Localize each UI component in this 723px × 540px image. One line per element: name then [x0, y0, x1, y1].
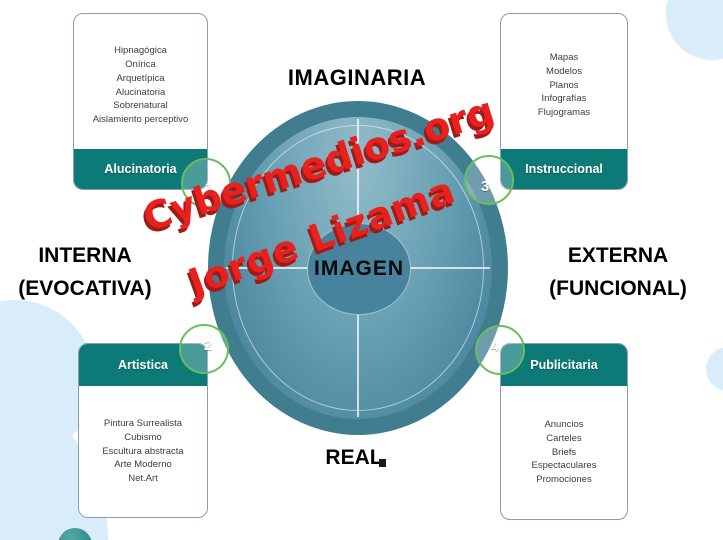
center-circle: IMAGEN — [307, 223, 411, 315]
axis-label-imaginaria: IMAGINARIA — [287, 65, 427, 90]
axis-label-real: REAL — [325, 446, 383, 469]
card-instruccional-items: Mapas Modelos Planos Infografías Flujogr… — [537, 52, 591, 119]
decor-teal-dot — [58, 528, 92, 540]
card-alucinatoria-body: Hipnagógica Onírica Arquetípica Alucinat… — [74, 14, 207, 149]
decor-circle-right-mid — [706, 347, 723, 391]
artifact-square — [379, 459, 386, 467]
card-publicitaria: Publicitaria Anuncios Carteles Briefs Es… — [500, 343, 628, 520]
axis-label-externa: EXTERNA (FUNCIONAL) — [532, 239, 704, 305]
axis-label-interna: INTERNA (EVOCATIVA) — [0, 239, 171, 305]
step-badge-1-number: 1 — [204, 179, 214, 197]
axis-label-externa-line1: EXTERNA — [567, 244, 669, 267]
card-instruccional-header: Instruccional — [501, 149, 627, 189]
step-badge-2: 2 — [179, 324, 229, 374]
decor-circle-top-right — [666, 0, 723, 60]
card-artistica-header-label: Artistica — [117, 358, 169, 372]
step-badge-3-number: 3 — [480, 177, 490, 195]
card-alucinatoria: Hipnagógica Onírica Arquetípica Alucinat… — [73, 13, 208, 190]
card-publicitaria-body: Anuncios Carteles Briefs Espectaculares … — [501, 386, 627, 519]
axis-label-interna-line1: INTERNA — [38, 244, 132, 267]
card-alucinatoria-items: Hipnagógica Onírica Arquetípica Alucinat… — [92, 45, 189, 126]
card-alucinatoria-header-label: Alucinatoria — [104, 162, 177, 176]
axis-label-interna-line2: (EVOCATIVA) — [18, 277, 152, 300]
card-artistica: Artistica Pintura Surrealista Cubismo Es… — [78, 343, 208, 518]
step-badge-4-number: 4 — [490, 337, 500, 355]
center-label: IMAGEN — [314, 257, 404, 280]
card-artistica-items: Pintura Surrealista Cubismo Escultura ab… — [102, 418, 184, 485]
card-instruccional-body: Mapas Modelos Planos Infografías Flujogr… — [501, 14, 627, 149]
card-instruccional: Mapas Modelos Planos Infografías Flujogr… — [500, 13, 628, 190]
card-publicitaria-items: Anuncios Carteles Briefs Espectaculares … — [531, 419, 597, 486]
step-badge-4: 4 — [475, 325, 525, 375]
step-badge-1: 1 — [181, 158, 231, 208]
card-publicitaria-header-label: Publicitaria — [530, 358, 598, 372]
card-publicitaria-header: Publicitaria — [501, 344, 627, 386]
card-instruccional-header-label: Instruccional — [525, 162, 603, 176]
card-artistica-body: Pintura Surrealista Cubismo Escultura ab… — [79, 386, 207, 517]
step-badge-3: 3 — [464, 155, 514, 205]
axis-label-externa-line2: (FUNCIONAL) — [549, 277, 687, 300]
step-badge-2-number: 2 — [203, 336, 213, 354]
